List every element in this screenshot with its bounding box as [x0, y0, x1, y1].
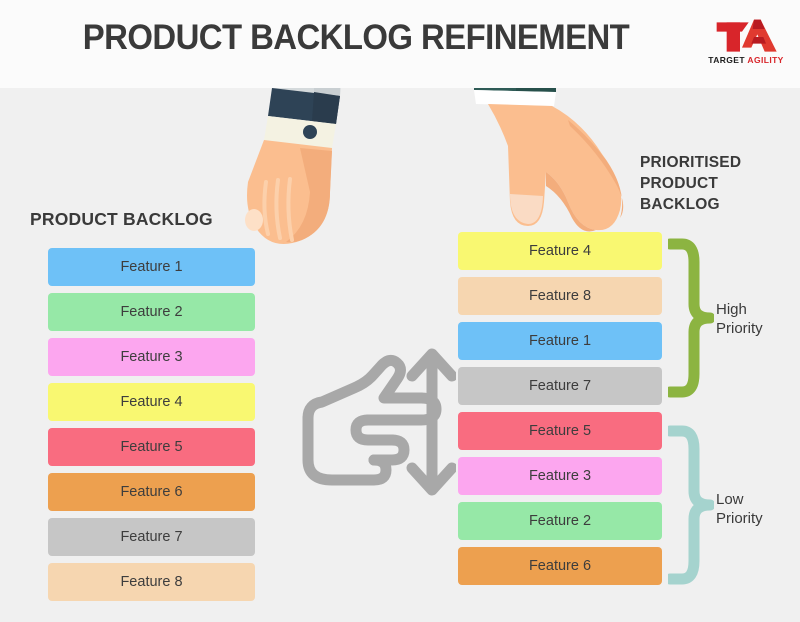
backlog-item-label: Feature 5 — [120, 439, 183, 455]
backlog-item[interactable]: Feature 4 — [48, 383, 255, 421]
product-backlog-heading: PRODUCT BACKLOG — [30, 209, 213, 229]
backlog-item[interactable]: Feature 7 — [48, 518, 255, 556]
prioritised-backlog-heading: PRIORITISED PRODUCT BACKLOG — [640, 154, 742, 213]
logo-word-target: TARGET — [708, 55, 745, 65]
prioritised-backlog-item[interactable]: Feature 4 — [458, 232, 662, 270]
backlog-item[interactable]: Feature 2 — [48, 293, 255, 331]
backlog-item[interactable]: Feature 3 — [48, 338, 255, 376]
prioritised-backlog-item[interactable]: Feature 5 — [458, 412, 662, 450]
page-title: PRODUCT BACKLOG REFINEMENT — [82, 18, 630, 57]
backlog-item[interactable]: Feature 8 — [48, 563, 255, 601]
prioritised-backlog-item[interactable]: Feature 1 — [458, 322, 662, 360]
backlog-item-label: Feature 2 — [120, 304, 183, 320]
hand-drag-reorder-icon[interactable] — [296, 332, 456, 508]
backlog-item-label: Feature 3 — [120, 349, 183, 365]
prioritised-backlog-item[interactable]: Feature 6 — [458, 547, 662, 585]
low-priority-label: Low Priority — [716, 491, 763, 527]
prioritised-backlog-item-label: Feature 8 — [528, 288, 592, 304]
prioritised-backlog-item-label: Feature 1 — [528, 333, 592, 349]
prioritised-backlog-item-label: Feature 6 — [528, 558, 592, 574]
logo-word-agility: AGILITY — [747, 55, 784, 65]
backlog-item-label: Feature 6 — [120, 484, 183, 500]
logo-mark-icon — [716, 19, 777, 52]
logo-wordmark: TARGET AGILITY — [708, 55, 784, 65]
backlog-item[interactable]: Feature 1 — [48, 248, 255, 286]
backlog-item-label: Feature 8 — [120, 574, 183, 590]
prioritised-backlog-item[interactable]: Feature 8 — [458, 277, 662, 315]
backlog-item-label: Feature 7 — [120, 529, 183, 545]
header-bar: PRODUCT BACKLOG REFINEMENT TARGET AGILIT… — [0, 0, 800, 88]
prioritised-backlog-item-label: Feature 7 — [528, 378, 592, 394]
target-agility-logo: TARGET AGILITY — [700, 8, 792, 74]
prioritised-backlog-item-label: Feature 2 — [528, 513, 592, 529]
backlog-item-label: Feature 1 — [120, 259, 183, 275]
prioritised-backlog-item-label: Feature 4 — [528, 243, 592, 259]
backlog-item[interactable]: Feature 6 — [48, 473, 255, 511]
prioritised-backlog-item[interactable]: Feature 7 — [458, 367, 662, 405]
prioritised-backlog-item[interactable]: Feature 3 — [458, 457, 662, 495]
backlog-item[interactable]: Feature 5 — [48, 428, 255, 466]
high-priority-label: High Priority — [716, 301, 763, 337]
backlog-item-label: Feature 4 — [120, 394, 183, 410]
high-priority-brace — [668, 238, 714, 398]
prioritised-backlog-item[interactable]: Feature 2 — [458, 502, 662, 540]
low-priority-brace — [668, 425, 714, 585]
prioritised-backlog-item-label: Feature 5 — [528, 423, 592, 439]
prioritised-backlog-item-label: Feature 3 — [528, 468, 592, 484]
